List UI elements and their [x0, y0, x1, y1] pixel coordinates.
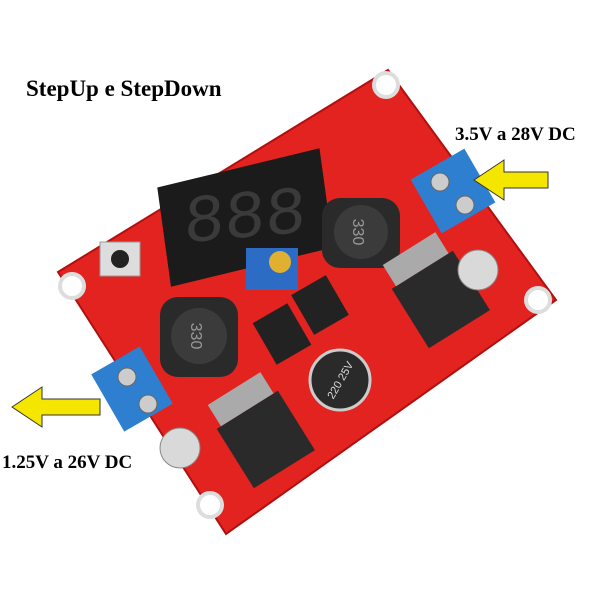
mounting-hole: [372, 71, 400, 99]
input-terminal-block: [410, 148, 496, 234]
electrolytic-capacitor: [159, 427, 201, 469]
mounting-hole: [58, 272, 86, 300]
inductor: 330: [160, 297, 238, 377]
electrolytic-capacitor: 220 25V: [308, 348, 372, 412]
output-arrow-icon: [11, 386, 101, 428]
input-arrow-icon: [473, 159, 549, 201]
electrolytic-capacitor: [457, 249, 499, 291]
diode: [252, 303, 312, 365]
product-title: StepUp e StepDown: [26, 76, 222, 101]
output-terminal-block: [91, 346, 173, 432]
inductor: 330: [322, 198, 400, 268]
svg-text:330: 330: [349, 219, 366, 246]
mounting-hole: [196, 491, 224, 519]
regulator-ic: [207, 372, 315, 489]
svg-text:330: 330: [187, 323, 204, 350]
output-voltage-label: 1.25V a 26V DC: [2, 452, 133, 473]
input-voltage-label: 3.5V a 28V DC: [455, 124, 576, 145]
diode: [291, 275, 349, 335]
mounting-hole: [524, 286, 552, 314]
